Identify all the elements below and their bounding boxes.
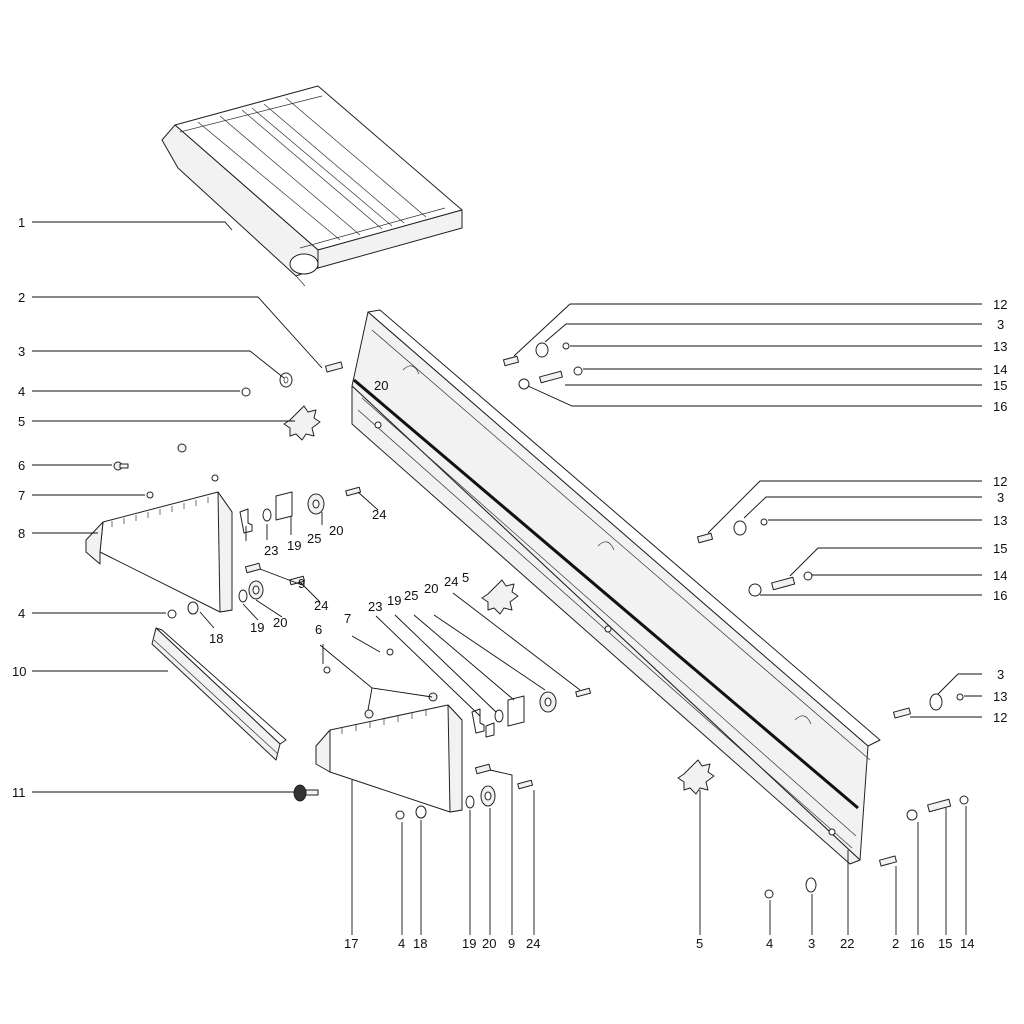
- part-bracket-upper: [85, 491, 233, 613]
- leader-lines: [32, 221, 982, 935]
- callout-24: 24: [372, 507, 386, 522]
- callout-22: 22: [840, 936, 854, 951]
- callout-15: 15: [938, 936, 952, 951]
- callout-16: 16: [910, 936, 924, 951]
- callout-1: 1: [18, 215, 25, 230]
- callout-19: 19: [387, 593, 401, 608]
- callout-3: 3: [18, 344, 25, 359]
- callout-25: 25: [307, 531, 321, 546]
- callout-13: 13: [993, 513, 1007, 528]
- callout-13: 13: [993, 689, 1007, 704]
- callout-15: 15: [993, 541, 1007, 556]
- callout-3: 3: [808, 936, 815, 951]
- callout-19: 19: [462, 936, 476, 951]
- callout-13: 13: [993, 339, 1007, 354]
- callout-20: 20: [329, 523, 343, 538]
- callout-4: 4: [766, 936, 773, 951]
- callout-9: 9: [298, 576, 305, 591]
- callout-16: 16: [993, 399, 1007, 414]
- callout-23: 23: [264, 543, 278, 558]
- callout-3: 3: [997, 317, 1004, 332]
- callout-24: 24: [444, 574, 458, 589]
- part-bracket-lower: [315, 704, 463, 813]
- part-small-rail: [151, 627, 287, 761]
- callout-14: 14: [993, 362, 1007, 377]
- callout-16: 16: [993, 588, 1007, 603]
- callout-6: 6: [315, 622, 322, 637]
- callout-5: 5: [696, 936, 703, 951]
- callout-4: 4: [18, 606, 25, 621]
- callout-12: 12: [993, 474, 1007, 489]
- callout-19: 19: [287, 538, 301, 553]
- callout-7: 7: [344, 611, 351, 626]
- callout-7: 7: [18, 488, 25, 503]
- callout-20: 20: [424, 581, 438, 596]
- callout-11: 11: [12, 785, 26, 800]
- callout-12: 12: [993, 297, 1007, 312]
- callout-labels: 1 2 3 4 5 6 7 8 4 18 10 11 17 4 18 19 20…: [12, 215, 1007, 951]
- callout-20: 20: [374, 378, 388, 393]
- part-long-rail: [351, 309, 881, 865]
- callout-2: 2: [18, 290, 25, 305]
- callout-8: 8: [18, 526, 25, 541]
- callout-15: 15: [993, 378, 1007, 393]
- callout-6: 6: [18, 458, 25, 473]
- callout-5: 5: [18, 414, 25, 429]
- callout-10: 10: [12, 664, 26, 679]
- callout-17: 17: [344, 936, 358, 951]
- callout-24: 24: [314, 598, 328, 613]
- callout-2: 2: [892, 936, 899, 951]
- part-table-top: [161, 85, 463, 287]
- callout-25: 25: [404, 588, 418, 603]
- callout-12: 12: [993, 710, 1007, 725]
- callout-3: 3: [997, 667, 1004, 682]
- callout-18: 18: [209, 631, 223, 646]
- callout-9: 9: [508, 936, 515, 951]
- callout-23: 23: [368, 599, 382, 614]
- callout-14: 14: [960, 936, 974, 951]
- callout-4: 4: [398, 936, 405, 951]
- callout-14: 14: [993, 568, 1007, 583]
- callout-4: 4: [18, 384, 25, 399]
- callout-20: 20: [273, 615, 287, 630]
- callout-24: 24: [526, 936, 540, 951]
- callout-18: 18: [413, 936, 427, 951]
- small-hardware: [113, 342, 969, 899]
- callout-5: 5: [462, 570, 469, 585]
- callout-19: 19: [250, 620, 264, 635]
- callout-3: 3: [997, 490, 1004, 505]
- callout-20: 20: [482, 936, 496, 951]
